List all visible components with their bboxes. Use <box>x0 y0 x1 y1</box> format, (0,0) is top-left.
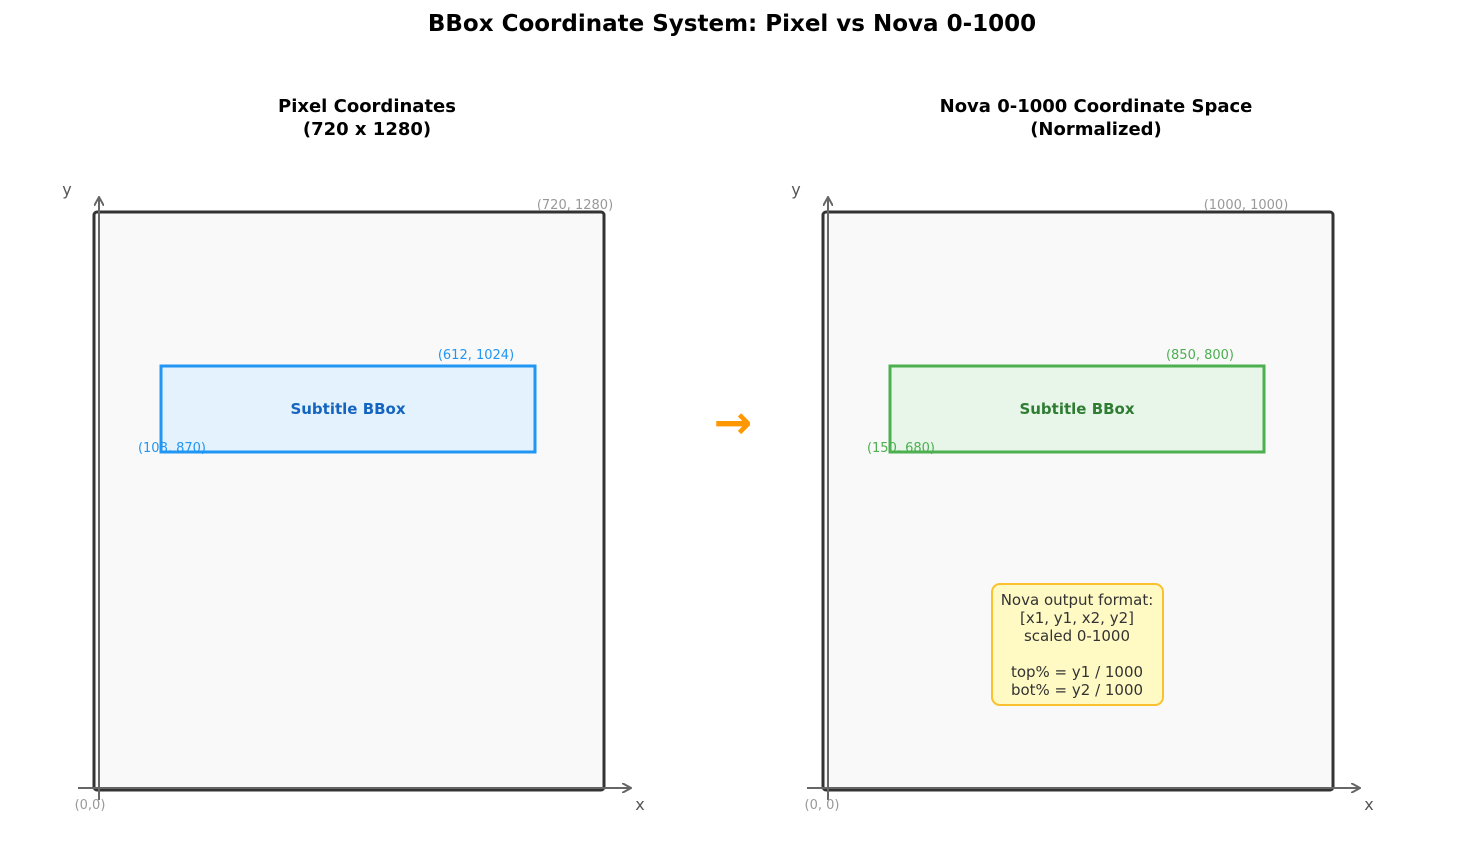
nova-format-note-text: Nova output format: [x1, y1, x2, y2] sca… <box>1001 591 1154 699</box>
pixel-bbox-top-right-label: (612, 1024) <box>438 348 514 363</box>
nova-frame <box>821 210 1335 792</box>
nova-panel-subtitle: (Normalized) <box>1030 119 1162 140</box>
note-line: scaled 0-1000 <box>1024 627 1130 645</box>
pixel-subtitle-bbox <box>159 364 537 454</box>
nova-bbox-label: Subtitle BBox <box>1019 400 1134 418</box>
pixel-panel: Pixel Coordinates (720 x 1280) y x (0,0)… <box>62 96 644 814</box>
nova-axis-x-label: x <box>1364 795 1373 814</box>
nova-panel: Nova 0-1000 Coordinate Space (Normalized… <box>791 96 1373 814</box>
nova-bbox-bottom-left-label: (150, 680) <box>867 441 935 456</box>
pixel-panel-subtitle: (720 x 1280) <box>303 119 431 140</box>
nova-origin-label: (0, 0) <box>805 798 840 813</box>
pixel-bbox-bottom-left-label: (108, 870) <box>138 441 206 456</box>
nova-panel-title: Nova 0-1000 Coordinate Space <box>940 96 1253 117</box>
note-line: top% = y1 / 1000 <box>1011 663 1143 681</box>
note-line: bot% = y2 / 1000 <box>1011 681 1143 699</box>
nova-corner-label: (1000, 1000) <box>1204 198 1289 213</box>
transform-arrow-icon: → <box>714 395 753 449</box>
nova-bbox-top-right-label: (850, 800) <box>1166 348 1234 363</box>
diagram-title: BBox Coordinate System: Pixel vs Nova 0-… <box>428 11 1036 37</box>
pixel-bbox-label: Subtitle BBox <box>290 400 405 418</box>
pixel-axis-y-label: y <box>62 180 71 199</box>
note-line: Nova output format: <box>1001 591 1154 609</box>
pixel-frame <box>92 210 606 792</box>
nova-format-note <box>991 583 1164 706</box>
pixel-axis-x-label: x <box>635 795 644 814</box>
nova-subtitle-bbox <box>888 364 1266 454</box>
nova-axis-y-label: y <box>791 180 800 199</box>
pixel-origin-label: (0,0) <box>75 798 106 813</box>
pixel-panel-title: Pixel Coordinates <box>278 96 456 117</box>
note-line: [x1, y1, x2, y2] <box>1020 609 1134 627</box>
pixel-corner-label: (720, 1280) <box>537 198 613 213</box>
